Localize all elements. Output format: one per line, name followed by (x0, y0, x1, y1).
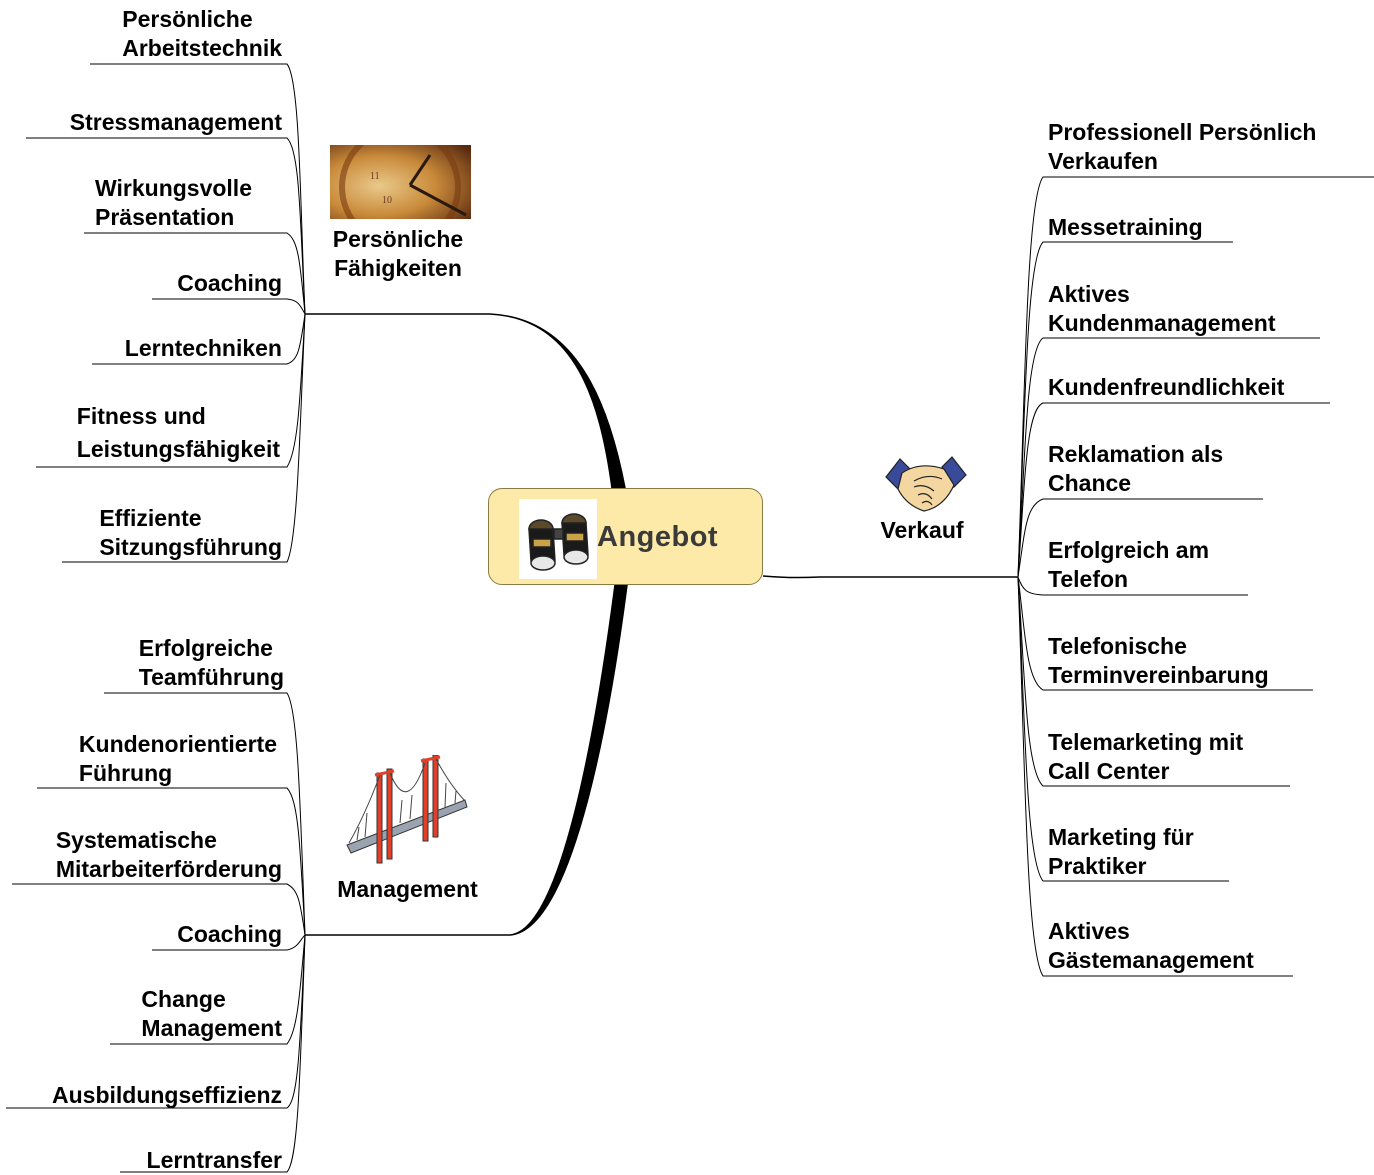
leaf-telemarketing-call-center[interactable]: Telemarketing mit Call Center (1048, 728, 1243, 786)
branch-label-personal[interactable]: Persönliche Fähigkeiten (318, 225, 478, 283)
leaf-line: Lerntechniken (124, 335, 282, 361)
leaf-line: Aktives (1048, 281, 1130, 307)
leaf-stressmanagement[interactable]: Stressmanagement (70, 108, 282, 137)
branch-label-line: Verkauf (880, 517, 964, 543)
leaf-persoenliche-arbeitstechnik[interactable]: Persönliche Arbeitstechnik (122, 5, 282, 63)
leaf-line: Persönliche (122, 6, 253, 32)
leaf-aktives-kundenmanagement[interactable]: Aktives Kundenmanagement (1048, 280, 1275, 338)
leaf-line: Fitness und (76, 403, 206, 429)
leaf-line: Chance (1048, 470, 1132, 496)
leaf-line: Coaching (177, 270, 282, 296)
fan-sales (1017, 176, 1374, 977)
leaf-line: Führung (78, 760, 173, 786)
leaf-line: Messetraining (1048, 214, 1203, 240)
leaf-telefonische-terminvereinbarung[interactable]: Telefonische Terminvereinbarung (1048, 632, 1269, 690)
leaf-kundenfreundlichkeit[interactable]: Kundenfreundlichkeit (1048, 373, 1284, 402)
leaf-messetraining[interactable]: Messetraining (1048, 213, 1203, 242)
leaf-line: Wirkungsvolle (95, 175, 252, 201)
leaf-line: Aktives (1048, 918, 1130, 944)
leaf-line: Arbeitstechnik (122, 35, 282, 61)
fan-personal (26, 63, 306, 563)
svg-text:10: 10 (382, 195, 392, 206)
leaf-coaching-management[interactable]: Coaching (177, 920, 282, 949)
branch-label-line: Management (337, 876, 478, 902)
leaf-line: Präsentation (95, 204, 235, 230)
leaf-systematische-mitarbeiterfoerderung[interactable]: Systematische Mitarbeiterförderung (56, 826, 282, 884)
branch-label-line: Persönliche (332, 226, 464, 252)
leaf-erfolgreiche-teamfuehrung[interactable]: Erfolgreiche Teamführung (139, 634, 284, 692)
leaf-line: Systematische (55, 827, 217, 853)
leaf-lerntransfer[interactable]: Lerntransfer (147, 1146, 282, 1175)
leaf-line: Erfolgreich am (1048, 537, 1210, 563)
connector-management (305, 584, 628, 936)
leaf-line: Mitarbeiterförderung (55, 856, 282, 882)
leaf-line: Kundenorientierte (78, 731, 277, 757)
leaf-line: Terminvereinbarung (1048, 662, 1269, 688)
fan-management (6, 692, 306, 1173)
handshake-icon (884, 455, 968, 513)
leaf-line: Ausbildungseffizienz (52, 1082, 282, 1108)
leaf-line: Telefon (1048, 566, 1129, 592)
leaf-erfolgreich-am-telefon[interactable]: Erfolgreich am Telefon (1048, 536, 1209, 594)
leaf-line: Kundenmanagement (1048, 310, 1276, 336)
leaf-ausbildungseffizienz[interactable]: Ausbildungseffizienz (52, 1081, 282, 1110)
leaf-lerntechniken[interactable]: Lerntechniken (125, 334, 282, 363)
connector-personal (305, 313, 626, 489)
central-title: Angebot (597, 521, 719, 553)
leaf-professionell-persoenlich-verkaufen[interactable]: Professionell Persönlich Verkaufen (1048, 118, 1316, 176)
leaf-line: Leistungsfähigkeit (76, 436, 280, 462)
leaf-line: Stressmanagement (69, 109, 282, 135)
leaf-wirkungsvolle-praesentation[interactable]: Wirkungsvolle Präsentation (95, 174, 252, 232)
bridge-icon (345, 754, 470, 870)
leaf-line: Kundenfreundlichkeit (1048, 374, 1285, 400)
leaf-line: Telefonische (1048, 633, 1187, 659)
leaf-line: Reklamation als (1048, 441, 1224, 467)
leaf-line: Gästemanagement (1048, 947, 1254, 973)
branch-label-management[interactable]: Management (320, 875, 495, 904)
leaf-fitness-leistungsfaehigkeit[interactable]: Fitness und Leistungsfähigkeit (77, 400, 280, 466)
leaf-change-management[interactable]: Change Management (141, 985, 282, 1043)
leaf-line: Praktiker (1048, 853, 1147, 879)
leaf-marketing-fuer-praktiker[interactable]: Marketing für Praktiker (1048, 823, 1194, 881)
leaf-line: Effiziente (99, 505, 202, 531)
branch-label-sales[interactable]: Verkauf (862, 516, 982, 545)
central-node[interactable]: Angebot (488, 488, 763, 585)
connector-sales (762, 575, 1018, 579)
leaf-line: Coaching (177, 921, 282, 947)
leaf-line: Verkaufen (1048, 148, 1158, 174)
leaf-line: Teamführung (138, 664, 284, 690)
svg-text:11: 11 (370, 171, 380, 182)
leaf-reklamation-als-chance[interactable]: Reklamation als Chance (1048, 440, 1223, 498)
leaf-line: Erfolgreiche (138, 635, 273, 661)
clock-icon: 11 10 (330, 126, 471, 248)
branch-label-line: Fähigkeiten (334, 255, 462, 281)
leaf-coaching-personal[interactable]: Coaching (177, 269, 282, 298)
leaf-aktives-gaestemanagement[interactable]: Aktives Gästemanagement (1048, 917, 1254, 975)
leaf-line: Call Center (1048, 758, 1170, 784)
leaf-line: Marketing für (1048, 824, 1194, 850)
leaf-line: Change (141, 986, 226, 1012)
leaf-line: Sitzungsführung (99, 534, 282, 560)
leaf-line: Management (141, 1015, 282, 1041)
leaf-effiziente-sitzungsfuehrung[interactable]: Effiziente Sitzungsführung (99, 504, 282, 562)
leaf-line: Lerntransfer (146, 1147, 282, 1173)
leaf-kundenorientierte-fuehrung[interactable]: Kundenorientierte Führung (79, 730, 277, 788)
leaf-line: Professionell Persönlich (1048, 119, 1317, 145)
leaf-line: Telemarketing mit (1048, 729, 1244, 755)
binoculars-icon (519, 499, 597, 579)
